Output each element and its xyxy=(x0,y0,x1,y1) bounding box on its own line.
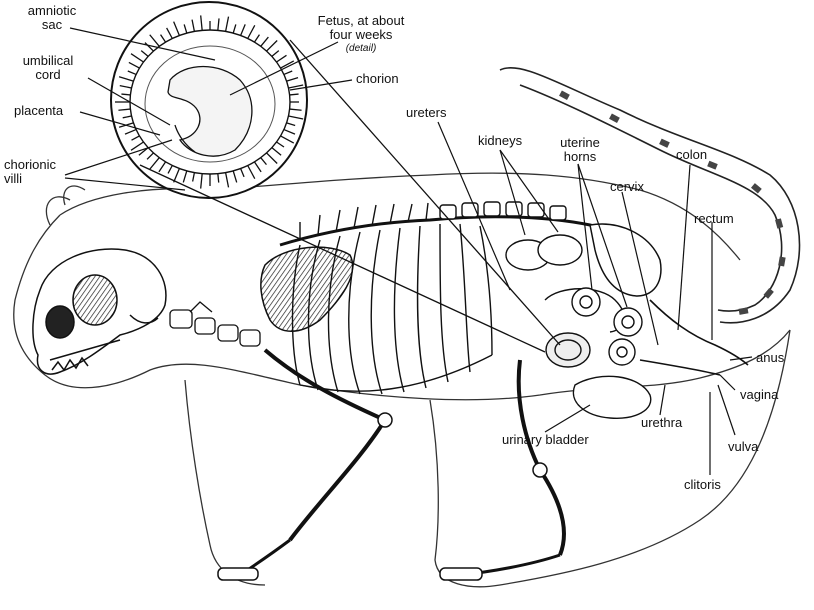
label-fetus-detail-note: (detail) xyxy=(306,42,416,56)
label-chorionic-villi-line2: villi xyxy=(4,172,56,186)
label-uterine-horns-line1: uterine xyxy=(548,136,612,150)
label-ureters: ureters xyxy=(406,106,446,120)
label-urinary-bladder: urinary bladder xyxy=(502,433,589,447)
label-fetus-line2: four weeks xyxy=(306,28,416,42)
label-uterine-horns-line2: horns xyxy=(548,150,612,164)
label-cervix: cervix xyxy=(610,180,644,194)
label-kidneys: kidneys xyxy=(478,134,522,148)
label-fetus-line1: Fetus, at about xyxy=(306,14,416,28)
chorionic-villus xyxy=(121,94,130,95)
label-anus: anus xyxy=(756,351,784,365)
label-uterine-horns: uterine horns xyxy=(548,136,612,164)
label-vagina: vagina xyxy=(740,388,778,402)
skull xyxy=(33,249,166,374)
cervical-vertebrae xyxy=(170,302,260,346)
label-chorionic-villi: chorionic villi xyxy=(4,158,56,186)
label-clitoris: clitoris xyxy=(684,478,721,492)
chorionic-villus xyxy=(218,174,219,183)
label-umbilical-cord-line1: umbilical xyxy=(8,54,88,68)
urinary-bladder-organ xyxy=(573,376,650,418)
cat-body-outline xyxy=(14,173,790,587)
label-rectum: rectum xyxy=(694,212,734,226)
front-leg xyxy=(218,350,392,580)
label-chorion: chorion xyxy=(356,72,399,86)
fetus-detail-circle xyxy=(111,2,307,198)
label-urethra: urethra xyxy=(641,416,682,430)
hind-leg xyxy=(440,360,564,580)
uterine-horns-organ xyxy=(545,288,642,367)
kidneys-organ xyxy=(506,235,582,270)
label-amniotic-sac: amniotic sac xyxy=(18,4,86,32)
label-colon: colon xyxy=(676,148,707,162)
label-vulva: vulva xyxy=(728,440,758,454)
label-fetus: Fetus, at about four weeks (detail) xyxy=(306,14,416,56)
label-umbilical-cord-line2: cord xyxy=(8,68,88,82)
label-umbilical-cord: umbilical cord xyxy=(8,54,88,82)
scapula xyxy=(261,247,353,331)
label-amniotic-sac-line2: sac xyxy=(18,18,86,32)
pelvis xyxy=(590,224,661,296)
label-amniotic-sac-line1: amniotic xyxy=(18,4,86,18)
chorionic-villus xyxy=(290,94,299,95)
label-placenta: placenta xyxy=(14,104,63,118)
label-chorionic-villi-line1: chorionic xyxy=(4,158,56,172)
